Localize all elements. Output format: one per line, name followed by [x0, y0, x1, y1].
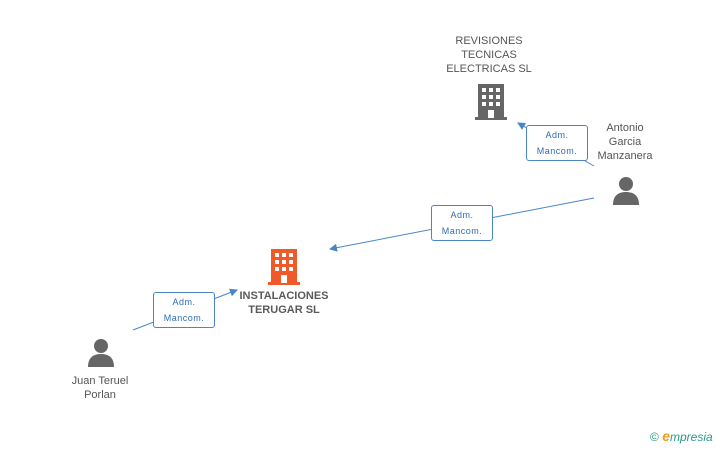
- edge-label-antonio-revisiones[interactable]: Adm. Mancom.: [526, 125, 588, 161]
- edge-label-type: Mancom.: [441, 226, 483, 236]
- main-company-line-2: TERUGAR SL: [248, 304, 320, 316]
- main-company-line-1: INSTALACIONES: [239, 290, 329, 302]
- brand-rest: mpresia: [669, 430, 713, 444]
- person-icon[interactable]: [611, 176, 641, 206]
- company-revisiones-line-3: ELECTRICAS SL: [446, 63, 532, 75]
- copyright-symbol: ©: [650, 430, 659, 444]
- person-juan-line-2: Porlan: [84, 389, 116, 401]
- edge-label-type: Mancom.: [163, 313, 205, 323]
- edge-label-role: Adm.: [450, 210, 474, 220]
- brand-e: e: [662, 428, 670, 444]
- person-antonio-line-3: Manzanera: [597, 150, 653, 162]
- edge-label-type: Mancom.: [536, 146, 578, 156]
- person-icon[interactable]: [86, 338, 116, 368]
- person-antonio-line-1: Antonio: [606, 122, 644, 134]
- company-revisiones-label[interactable]: REVISIONES TECNICAS ELECTRICAS SL: [430, 34, 548, 76]
- empresia-watermark: © empresia: [650, 428, 713, 444]
- building-icon[interactable]: [268, 249, 300, 285]
- person-juan-label[interactable]: Juan Teruel Porlan: [52, 374, 148, 402]
- person-juan-line-1: Juan Teruel: [71, 375, 129, 387]
- company-revisiones-line-1: REVISIONES: [455, 35, 523, 47]
- main-company-label[interactable]: INSTALACIONES TERUGAR SL: [224, 289, 344, 317]
- building-icon[interactable]: [475, 84, 507, 120]
- edge-label-role: Adm.: [172, 297, 196, 307]
- edge-label-role: Adm.: [545, 130, 569, 140]
- edge-label-antonio-main[interactable]: Adm. Mancom.: [431, 205, 493, 241]
- person-antonio-line-2: Garcia: [608, 136, 642, 148]
- person-antonio-label[interactable]: Antonio Garcia Manzanera: [580, 121, 670, 163]
- company-revisiones-line-2: TECNICAS: [461, 49, 517, 61]
- edge-label-juan-main[interactable]: Adm. Mancom.: [153, 292, 215, 328]
